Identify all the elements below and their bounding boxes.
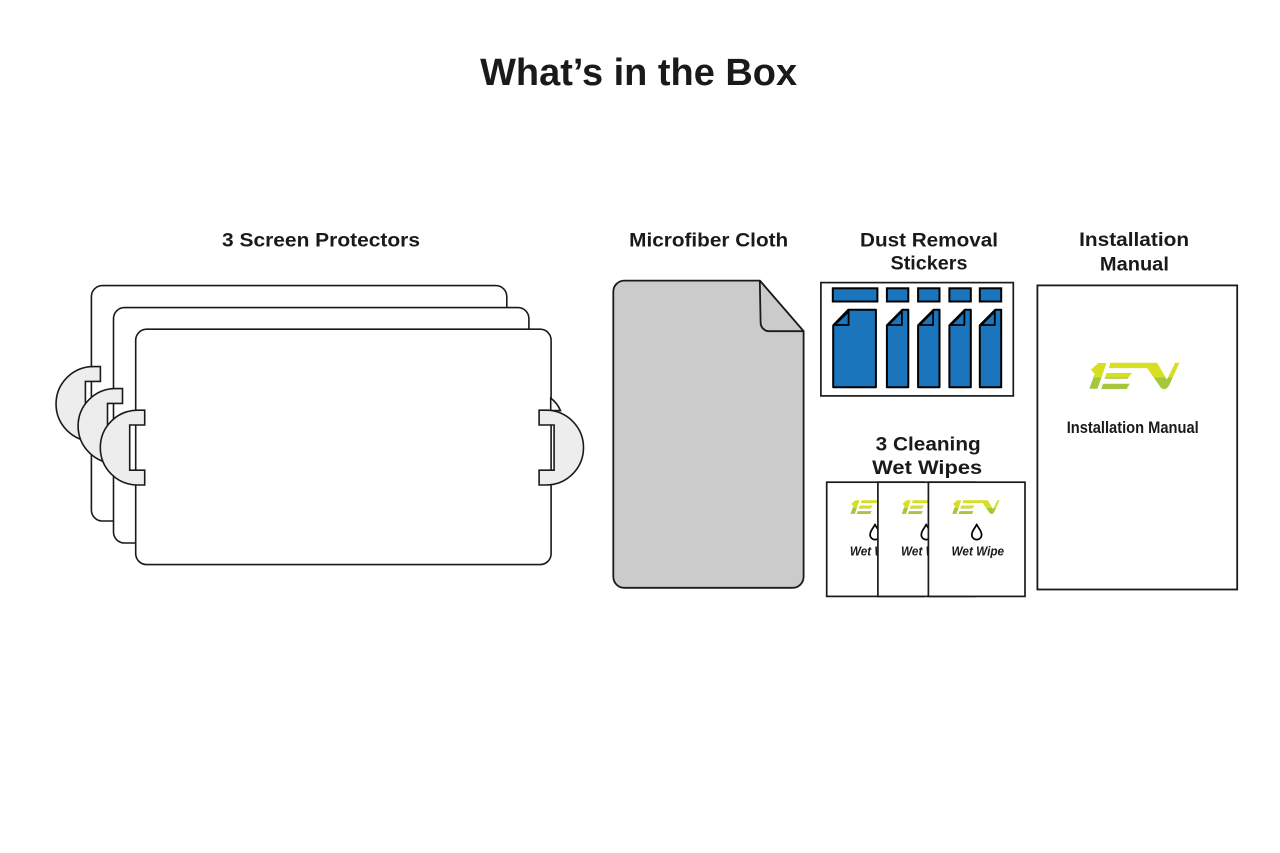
svg-text:Installation Manual: Installation Manual xyxy=(1067,419,1199,437)
svg-text:Installation: Installation xyxy=(1079,229,1189,251)
svg-text:Manual: Manual xyxy=(1100,253,1169,275)
svg-text:What’s in the Box: What’s in the Box xyxy=(480,52,797,94)
svg-text:Dust Removal: Dust Removal xyxy=(860,230,998,252)
svg-text:Wet Wipes: Wet Wipes xyxy=(872,457,982,479)
svg-text:3 Cleaning: 3 Cleaning xyxy=(876,434,981,456)
svg-text:3 Screen Protectors: 3 Screen Protectors xyxy=(222,230,420,252)
svg-text:Stickers: Stickers xyxy=(891,253,968,275)
svg-text:Wet Wipe: Wet Wipe xyxy=(952,544,1005,559)
svg-text:Microfiber Cloth: Microfiber Cloth xyxy=(629,230,788,252)
